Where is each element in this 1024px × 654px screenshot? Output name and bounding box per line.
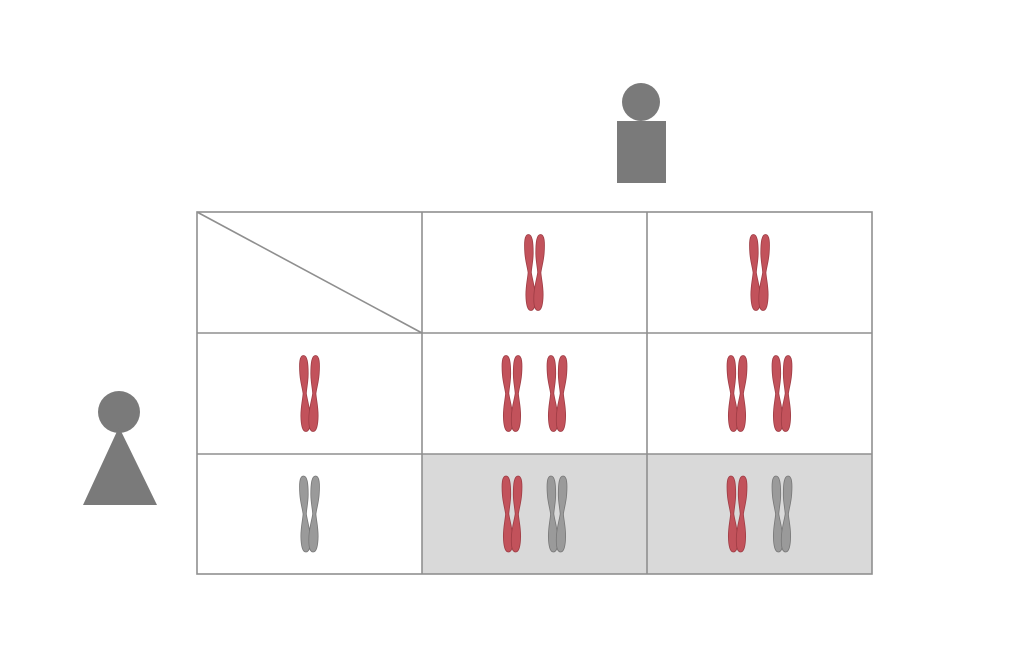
shaded-cell-r2-c2: [647, 454, 872, 574]
cell-r1-c1-red-chromosome-2: [545, 354, 569, 433]
father-figure: [617, 83, 666, 183]
grid-border: [196, 211, 873, 575]
punnett-grid: [196, 211, 873, 575]
column-header-2-red-chromosome-1: [748, 233, 771, 312]
male-pawn-body: [617, 121, 666, 183]
column-header-1-red-chromosome-1: [523, 233, 546, 312]
header-diagonal: [196, 211, 423, 334]
female-pawn-body: [83, 427, 157, 505]
shaded-cell-r2-c1: [422, 454, 647, 574]
mother-figure: [83, 391, 157, 505]
cell-r1-c2-red-chromosome-1: [725, 354, 749, 433]
male-pawn-icon: [622, 83, 660, 121]
row-header-2-grey-chromosome-1: [298, 475, 321, 553]
cell-r1-c2-red-chromosome-2: [770, 354, 794, 433]
row-header-1-red-chromosome-1: [298, 354, 321, 433]
cell-r1-c1-red-chromosome-1: [500, 354, 524, 433]
female-pawn-icon: [98, 391, 140, 433]
shaded-cells: [422, 454, 872, 574]
